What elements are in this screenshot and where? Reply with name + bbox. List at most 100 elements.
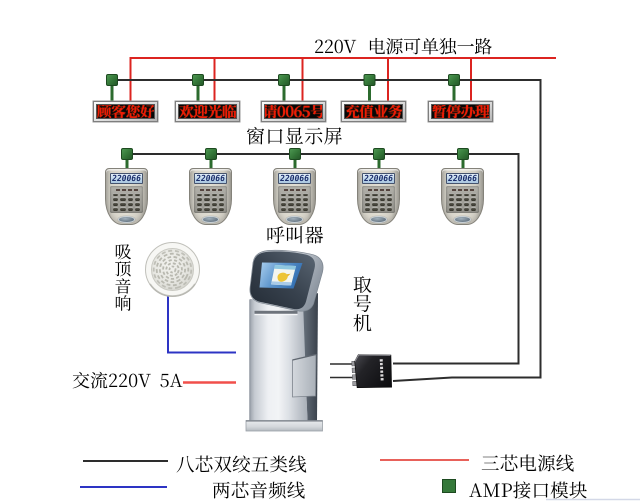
amp-connector [121, 148, 133, 160]
amp-connector [448, 74, 460, 86]
caller-key [204, 202, 210, 206]
legend-audio-swatch [80, 486, 167, 489]
caller-key [302, 192, 308, 196]
legend-cat5-swatch [83, 460, 168, 462]
legend-power-label: 三芯电源线 [481, 450, 575, 476]
ceiling-speaker-label: 吸顶音响 [110, 243, 136, 311]
caller-key [211, 197, 217, 201]
caller-key [211, 192, 217, 196]
amp-connector [373, 148, 385, 160]
amp-connector [192, 74, 204, 86]
caller-key [302, 207, 308, 211]
caller-keypad [362, 186, 395, 213]
caller-key [120, 192, 126, 196]
caller-key [386, 192, 392, 196]
caller-key [197, 197, 203, 201]
caller-keypad-legend [365, 189, 392, 191]
caller-key [127, 197, 133, 201]
caller-key [288, 207, 294, 211]
caller-key [372, 197, 378, 201]
caller-lcd: 220066 [194, 173, 227, 184]
amp-connector [363, 74, 376, 86]
power-note-label: 220V 电源可单独一路 [314, 33, 493, 59]
caller-speaker-button [454, 216, 471, 223]
caller-key [456, 197, 462, 201]
caller-key [281, 197, 287, 201]
display-screen: 暂停办理 [431, 104, 490, 119]
display-screen: 顾客您好 [96, 104, 155, 119]
caller-keys [449, 192, 476, 211]
caller-lcd-text: 220066 [279, 173, 310, 184]
display-screen: 欢迎光临 [178, 104, 237, 119]
amp-connector [278, 74, 290, 86]
caller-key [281, 202, 287, 206]
caller-key [463, 207, 469, 211]
caller-key [295, 207, 301, 211]
caller-key [218, 207, 224, 211]
caller-key [463, 202, 469, 206]
caller-terminal: 220066 [189, 168, 232, 225]
caller-keys [281, 192, 308, 211]
window-display-unit: 欢迎光临 [175, 101, 240, 122]
caller-keypad-legend [197, 189, 224, 191]
caller-key [120, 202, 126, 206]
caller-lcd-text: 220066 [111, 173, 142, 184]
caller-key [120, 207, 126, 211]
display-text: 暂停办理 [431, 104, 490, 119]
caller-key [281, 207, 287, 211]
caller-key [470, 202, 476, 206]
caller-key [211, 207, 217, 211]
caller-keys [365, 192, 392, 211]
caller-key [127, 192, 133, 196]
caller-lcd-text: 220066 [363, 173, 394, 184]
kiosk-screen-bird [277, 272, 288, 282]
caller-key [470, 207, 476, 211]
caller-speaker-button [286, 216, 303, 223]
caller-key [365, 197, 371, 201]
window-display-unit: 请0065号 [261, 101, 326, 122]
display-text: 充值业务 [344, 104, 403, 119]
caller-key [449, 197, 455, 201]
caller-key [379, 202, 385, 206]
ceiling-speaker [145, 242, 200, 297]
caller-key [295, 202, 301, 206]
caller-key [365, 207, 371, 211]
amp-connectors [106, 74, 469, 160]
caller-keypad [278, 186, 311, 213]
caller-key [218, 197, 224, 201]
caller-keys [113, 192, 140, 211]
caller-key [113, 197, 119, 201]
legend-amp-swatch [442, 479, 456, 493]
caller-key [281, 192, 287, 196]
caller-key [379, 197, 385, 201]
amp-connector [289, 148, 301, 160]
caller-lcd-text: 220066 [195, 173, 226, 184]
caller-key [372, 202, 378, 206]
audio-line [167, 296, 236, 354]
caller-keypad-legend [449, 189, 476, 191]
display-bus-line [107, 79, 542, 382]
caller-key [127, 207, 133, 211]
legend-power-swatch [380, 459, 469, 461]
caller-lcd: 220066 [110, 173, 143, 184]
caller-lcd: 220066 [446, 173, 479, 184]
display-text: 顾客您好 [96, 104, 155, 119]
caller-terminal: 220066 [105, 168, 148, 225]
module-body [354, 354, 392, 389]
caller-key [134, 207, 140, 211]
caller-key [113, 192, 119, 196]
caller-key [288, 202, 294, 206]
caller-key [449, 202, 455, 206]
caller-key [134, 192, 140, 196]
caller-key [372, 207, 378, 211]
caller-key [379, 207, 385, 211]
module-label-marks [379, 359, 384, 381]
caller-key [386, 207, 392, 211]
caller-key [372, 192, 378, 196]
caller-key [463, 192, 469, 196]
caller-key [302, 202, 308, 206]
caller-key [211, 202, 217, 206]
caller-key [386, 202, 392, 206]
